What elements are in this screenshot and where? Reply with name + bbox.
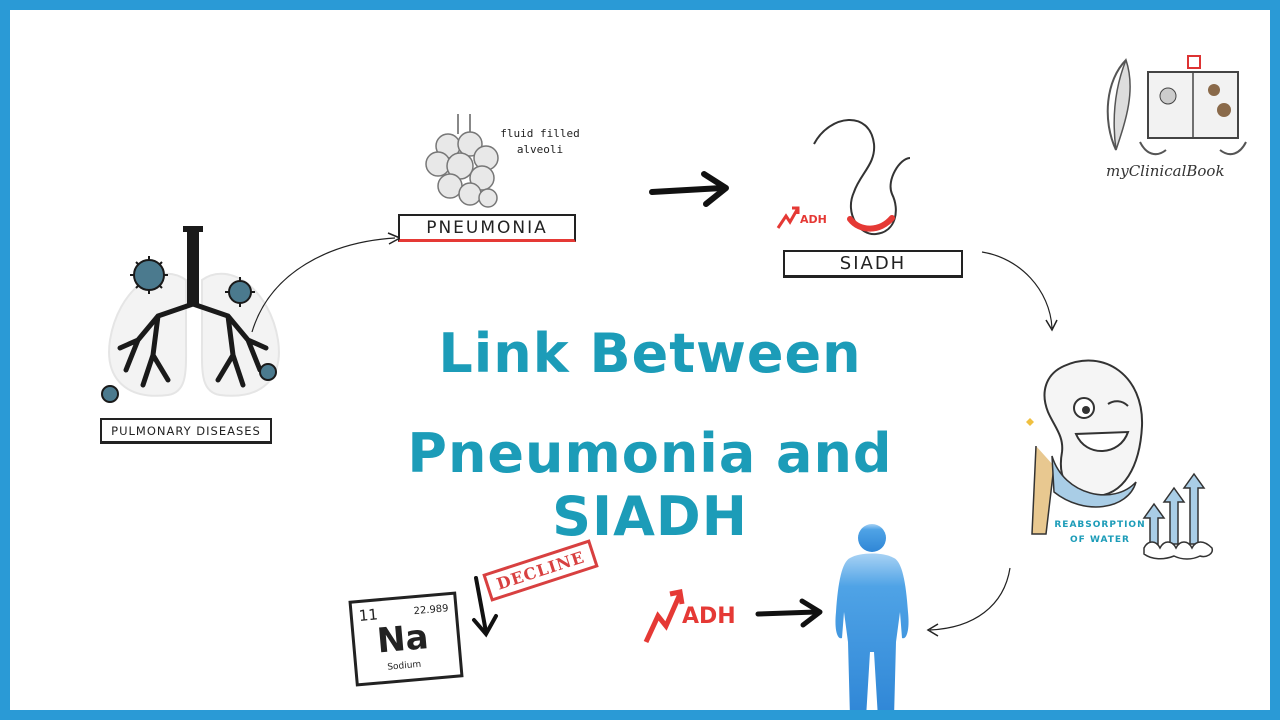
sodium-symbol: Na (375, 617, 431, 662)
title-line2: Pneumonia and SIADH (407, 422, 893, 548)
body-icon (835, 524, 909, 710)
arrow-icon (776, 206, 800, 229)
reabsorption-label: REABSORPTION OF WATER (1050, 518, 1150, 548)
pituitary-icon (813, 119, 911, 236)
virus-icon (225, 277, 255, 307)
lungs-icon (108, 226, 280, 397)
brand-logo-icon (1106, 55, 1247, 156)
virus-icon (130, 256, 168, 294)
up-arrows-icon (1142, 472, 1214, 560)
fluid-note-line2: alveoli (516, 143, 564, 156)
pneumonia-label: PNEUMONIA (398, 214, 576, 242)
virus-icon (101, 385, 119, 403)
virus-icon (259, 363, 277, 381)
alveoli-icon (425, 114, 499, 208)
decline-stamp: DECLINE (482, 539, 600, 602)
sodium-element-card: 11 22.989 Na Sodium (348, 591, 464, 687)
title-line1: Link Between (438, 322, 862, 385)
sodium-atomic-mass: 22.989 (413, 603, 449, 618)
kidney-icon (1026, 359, 1144, 535)
fluid-note-line1: fluid filled (500, 127, 580, 140)
sodium-name: Sodium (386, 659, 422, 673)
arrow-icon (755, 598, 823, 628)
arrow-icon (649, 171, 729, 207)
pulmonary-diseases-label: PULMONARY DISEASES (100, 418, 272, 444)
arrow-icon (472, 576, 498, 638)
adh-label-top: ADH (800, 213, 827, 226)
arrow-icon (643, 589, 685, 644)
arrow-icon (251, 232, 402, 333)
siadh-label: SIADH (783, 250, 963, 278)
reabsorption-line1: REABSORPTION (1054, 520, 1146, 530)
fluid-filled-note: fluid filled alveoli (500, 126, 580, 158)
arrow-icon (926, 567, 1011, 637)
arrow-icon (981, 251, 1058, 332)
brand-name: myClinicalBook (1106, 162, 1225, 180)
reabsorption-line2: OF WATER (1070, 535, 1130, 545)
adh-label-bottom: ADH (682, 604, 736, 629)
